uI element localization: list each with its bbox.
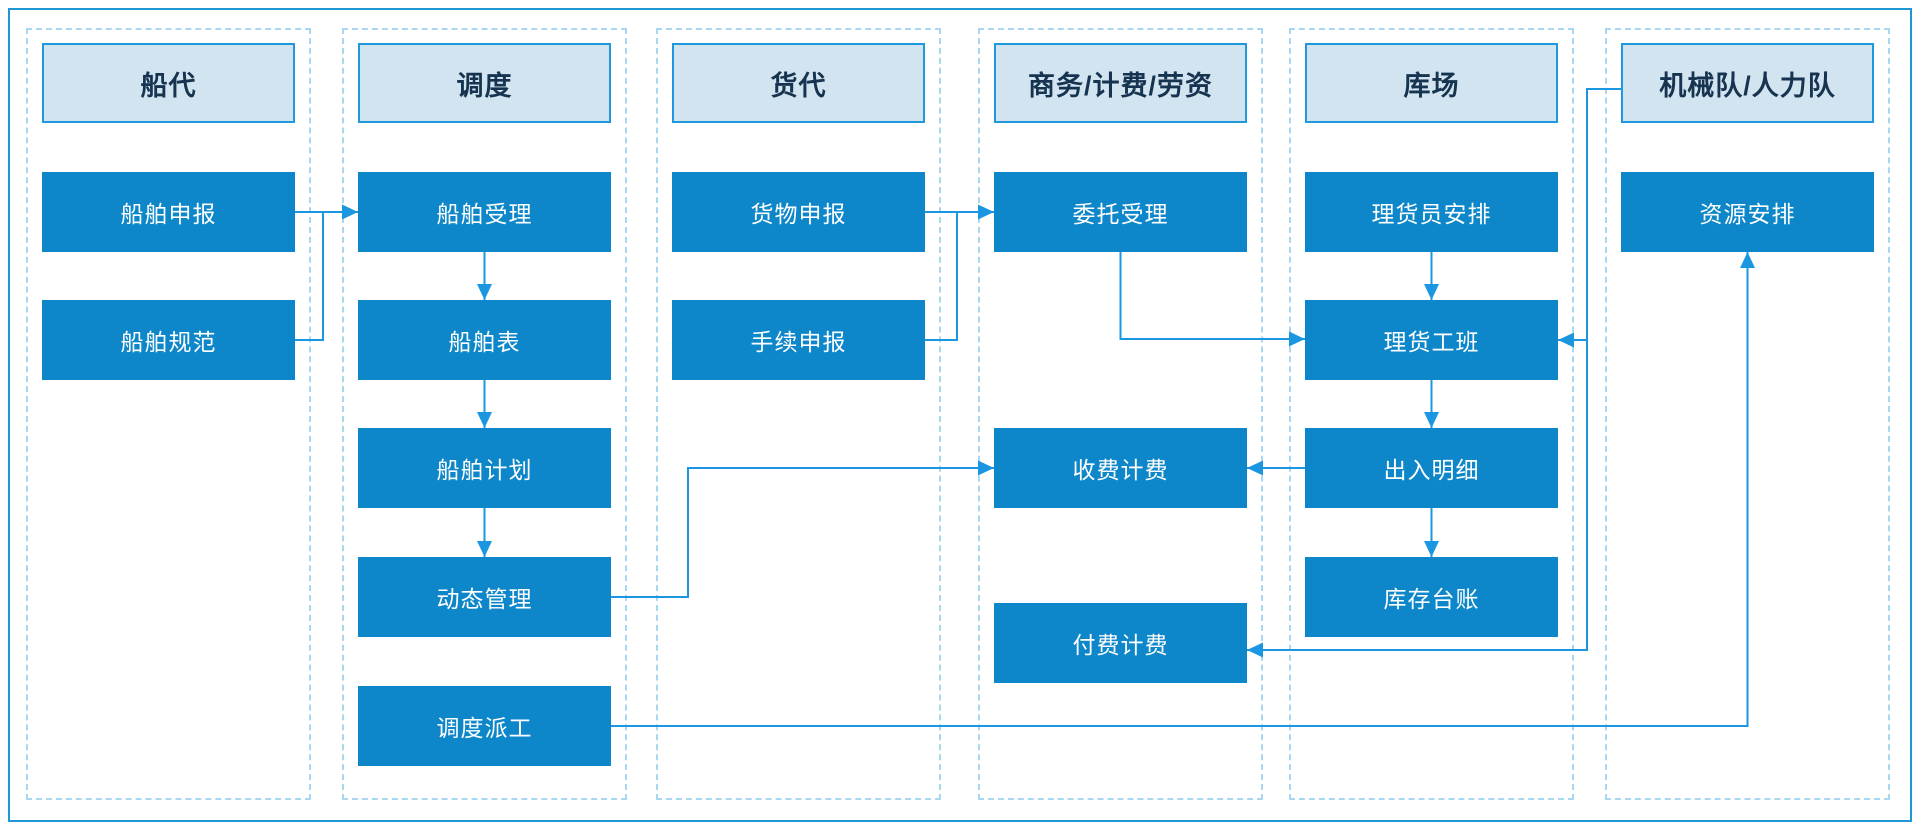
node-ship-accept: 船舶受理 [358,172,611,252]
node-cargo-declare: 货物申报 [672,172,925,252]
lane-header-huodai: 货代 [672,43,925,123]
outer-frame [8,8,1912,822]
node-entrust-accept: 委托受理 [994,172,1247,252]
lane-huodai [656,28,941,800]
lane-chuandai [26,28,311,800]
node-dispatch-work: 调度派工 [358,686,611,766]
node-resource-arrange: 资源安排 [1621,172,1874,252]
lane-diaodu [342,28,627,800]
lane-header-chuandai: 船代 [42,43,295,123]
node-tally-shift: 理货工班 [1305,300,1558,380]
node-ship-spec: 船舶规范 [42,300,295,380]
lane-shangwu-jifei-laozi [978,28,1263,800]
lane-header-shangwu-jifei-laozi: 商务/计费/劳资 [994,43,1247,123]
lane-header-kuchang: 库场 [1305,43,1558,123]
lane-jixiedui-renlidui [1605,28,1890,800]
node-procedure-declare: 手续申报 [672,300,925,380]
node-ship-table: 船舶表 [358,300,611,380]
node-dynamic-mgmt: 动态管理 [358,557,611,637]
lane-header-diaodu: 调度 [358,43,611,123]
node-tally-clerk-arrange: 理货员安排 [1305,172,1558,252]
node-inout-detail: 出入明细 [1305,428,1558,508]
node-stock-ledger: 库存台账 [1305,557,1558,637]
lane-header-jixiedui-renlidui: 机械队/人力队 [1621,43,1874,123]
lane-kuchang [1289,28,1574,800]
node-charge-billing: 收费计费 [994,428,1247,508]
node-ship-declare: 船舶申报 [42,172,295,252]
node-ship-plan: 船舶计划 [358,428,611,508]
node-pay-billing: 付费计费 [994,603,1247,683]
